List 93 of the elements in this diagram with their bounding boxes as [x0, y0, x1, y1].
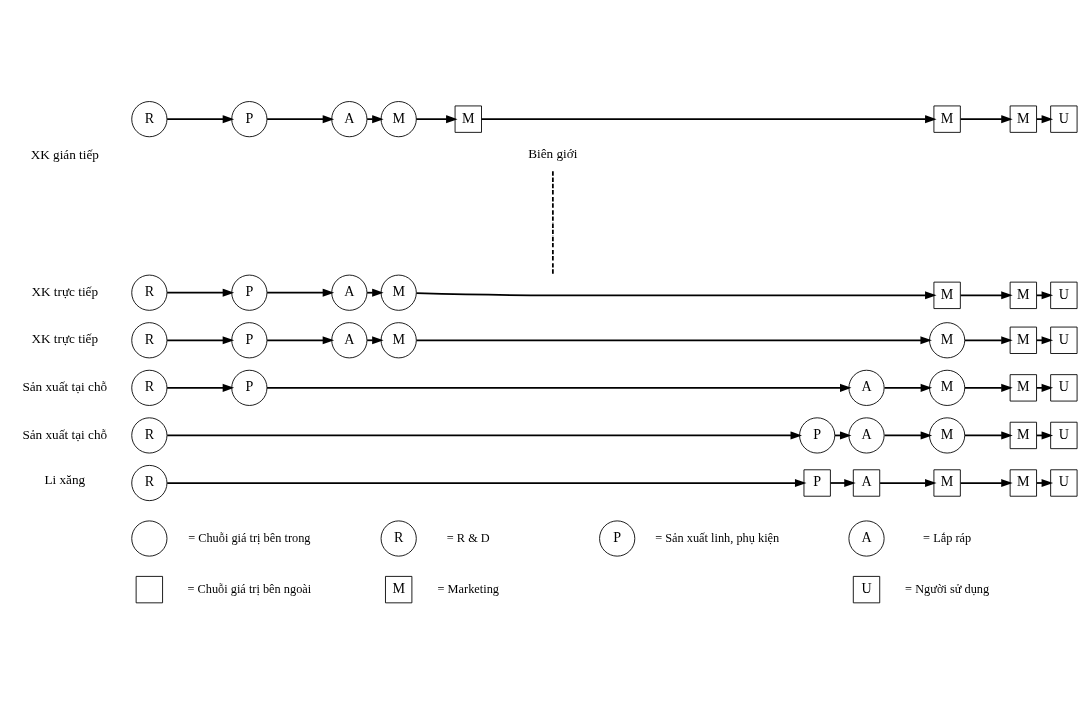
node-box: M — [1009, 105, 1037, 133]
node-box: P — [803, 468, 831, 497]
node-box: U — [1050, 326, 1078, 354]
node-circle: M — [380, 100, 417, 137]
node-circle: R — [131, 274, 168, 311]
label: XK gián tiếp — [30, 146, 99, 162]
node-circle — [131, 519, 168, 557]
arrow — [266, 288, 335, 297]
node-box: M — [1009, 326, 1037, 354]
arrow — [366, 114, 384, 123]
node-label: = Marketing — [437, 581, 499, 596]
arrow — [1036, 290, 1054, 299]
node-circle: A — [848, 416, 885, 453]
node-box: M — [1009, 281, 1037, 309]
node-box: U — [1050, 373, 1078, 401]
node-box: U — [1050, 281, 1078, 309]
node-box: M — [1009, 468, 1037, 497]
node-circle: M — [929, 416, 966, 453]
node-box: U — [852, 575, 881, 603]
node-label: = Sản xuất linh, phụ kiện — [655, 530, 780, 545]
arrow — [959, 478, 1013, 487]
arrow — [266, 383, 852, 392]
label: Li xăng — [44, 471, 86, 487]
node-circle: R — [131, 464, 168, 501]
arrow — [1036, 478, 1054, 487]
node-circle: A — [848, 369, 885, 406]
arrow — [166, 288, 235, 297]
arrow — [883, 383, 933, 392]
node-circle: A — [848, 519, 885, 557]
arrow — [366, 288, 384, 297]
arrow — [166, 114, 235, 123]
arrow — [1036, 335, 1054, 344]
arrow — [166, 430, 802, 439]
node-box: M — [933, 105, 961, 133]
arrow — [964, 430, 1013, 439]
label: Sản xuất tại chỗ — [22, 426, 108, 442]
node-circle: M — [380, 274, 417, 311]
node-box — [135, 575, 163, 603]
node-circle: R — [131, 100, 168, 137]
label: Biên giới — [528, 145, 578, 161]
node-circle: R — [131, 369, 168, 406]
arrow — [366, 335, 384, 344]
node-circle: M — [929, 369, 966, 406]
node-box: M — [1009, 373, 1037, 401]
arrow — [415, 335, 932, 344]
arrow — [964, 383, 1013, 392]
label: XK trực tiếp — [31, 330, 99, 346]
node-box: M — [933, 468, 961, 497]
arrow — [1036, 114, 1054, 123]
label: Sản xuất tại chỗ — [22, 378, 108, 394]
node-label: = Người sử dụng — [905, 581, 990, 596]
arrow — [829, 478, 856, 487]
node-circle: A — [331, 100, 368, 137]
node-circle: A — [331, 321, 368, 358]
arrow — [415, 114, 458, 123]
node-circle: M — [380, 321, 417, 358]
arrow — [964, 335, 1013, 344]
node-box: M — [1009, 421, 1037, 449]
node-label: = Chuỗi giá trị bên trong — [188, 530, 311, 545]
node-box: U — [1050, 105, 1078, 133]
node-circle: P — [231, 100, 268, 137]
node-label: = Chuỗi giá trị bên ngoài — [187, 581, 312, 596]
node-circle: R — [131, 416, 168, 453]
node-box: M — [454, 105, 482, 133]
node-circle: R — [380, 519, 417, 557]
arrow — [883, 430, 933, 439]
arrow — [959, 290, 1013, 299]
node-circle: A — [331, 274, 368, 311]
node-box: U — [1050, 468, 1078, 497]
arrow — [1036, 383, 1054, 392]
node-circle: P — [599, 519, 636, 557]
node-circle: M — [929, 321, 966, 358]
node-circle: P — [231, 274, 268, 311]
node-label: = Lắp ráp — [923, 530, 972, 545]
node-box: A — [852, 468, 881, 497]
node-box: M — [933, 281, 961, 309]
arrow — [415, 290, 937, 299]
arrow — [166, 383, 235, 392]
node-circle: P — [799, 416, 836, 453]
arrow — [879, 478, 937, 487]
arrow — [959, 114, 1013, 123]
arrow — [166, 335, 235, 344]
label: XK trực tiếp — [31, 283, 99, 299]
arrow — [266, 335, 335, 344]
arrow — [480, 114, 937, 123]
arrow — [266, 114, 335, 123]
node-box: U — [1050, 421, 1078, 449]
node-circle: P — [231, 369, 268, 406]
node-circle: R — [131, 321, 168, 358]
arrow — [166, 478, 807, 487]
node-box: M — [385, 575, 413, 603]
node-label: = R & D — [446, 530, 490, 545]
node-circle: P — [231, 321, 268, 358]
